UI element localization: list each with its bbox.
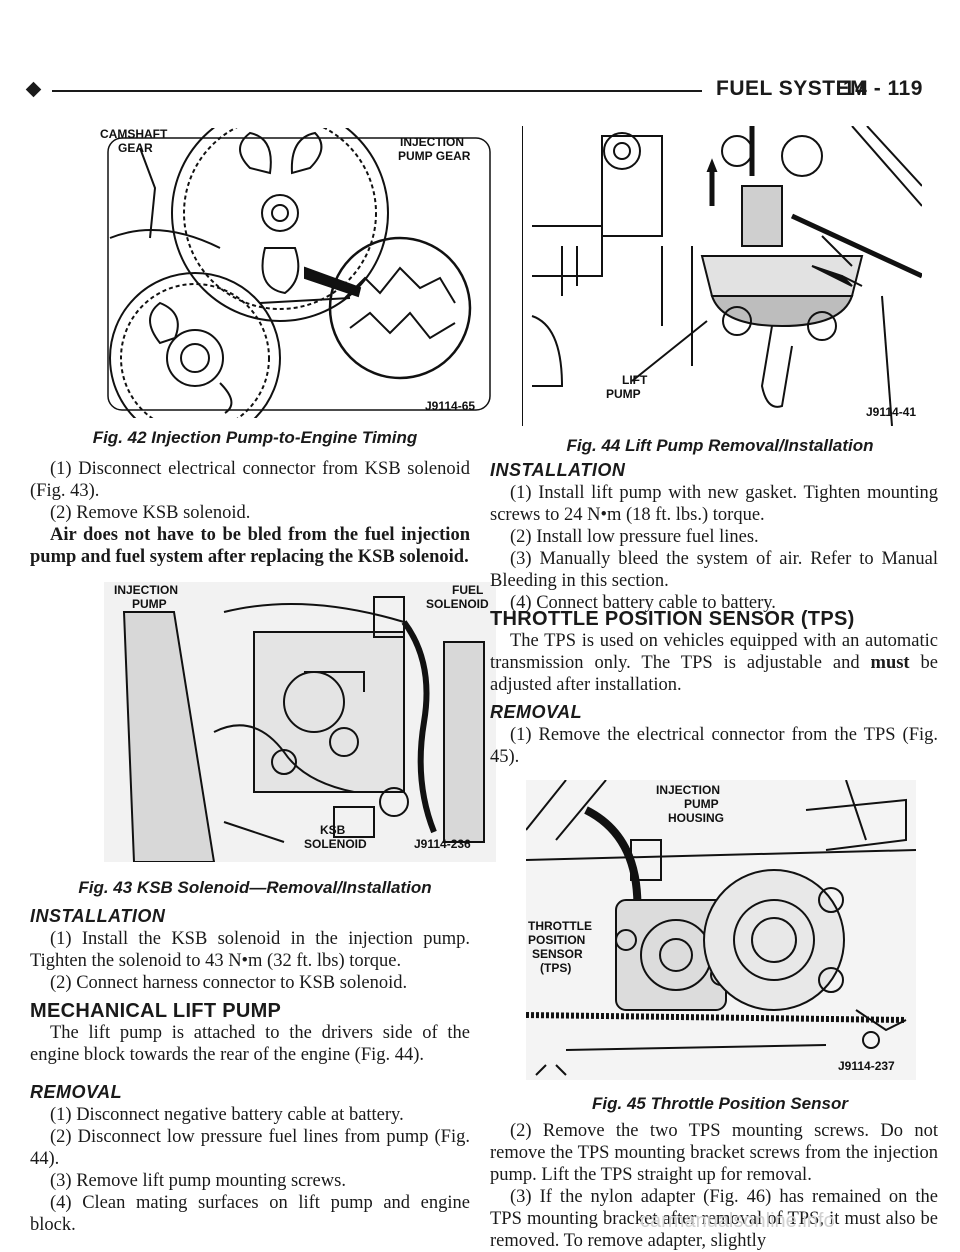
fig45-label-sensor: SENSOR <box>532 947 583 961</box>
step-disconnect-fuel-lines: (2) Disconnect low pressure fuel lines f… <box>30 1127 470 1169</box>
step-remove-nylon-adapter: (3) If the nylon adapter (Fig. 46) has r… <box>490 1187 938 1251</box>
fig43-label-injection: INJECTION <box>114 583 178 597</box>
step-connect-harness: (2) Connect harness connector to KSB sol… <box>50 973 408 993</box>
fig42-id: J9114-65 <box>425 399 475 413</box>
note-air-bleed: Air does not have to be bled from the fu… <box>30 525 470 567</box>
mechanical-lift-pump-heading: MECHANICAL LIFT PUMP <box>30 1000 282 1022</box>
fig43-label-ksb-solenoid: SOLENOID <box>304 837 367 851</box>
figure-43-illustration: INJECTION PUMP FUEL SOLENOID KSB SOLENOI… <box>104 582 496 862</box>
fig42-caption: Fig. 42 Injection Pump-to-Engine Timing <box>92 428 418 447</box>
fig42-label-camshaft: CAMSHAFT <box>100 128 168 141</box>
fig43-label-solenoid: SOLENOID <box>426 597 489 611</box>
fig43-label-ksb: KSB <box>320 823 346 837</box>
diamond-icon <box>25 81 42 98</box>
step-install-solenoid: (1) Install the KSB solenoid in the inje… <box>30 929 470 971</box>
left-text-block-3: The lift pump is attached to the drivers… <box>30 1022 470 1066</box>
fig43-caption: Fig. 43 KSB Solenoid—Removal/Installatio… <box>78 878 432 897</box>
fig42-label-gear: GEAR <box>118 141 153 155</box>
watermark: carmanualsonline.info <box>640 1210 835 1232</box>
step-remove-mounting-screws: (3) Remove lift pump mounting screws. <box>50 1171 346 1191</box>
figure-44-illustration: LIFT PUMP J9114-41 <box>522 126 922 426</box>
figure-42-illustration: CAMSHAFT GEAR INJECTION PUMP GEAR J9114-… <box>100 128 498 418</box>
step-disconnect-battery: (1) Disconnect negative battery cable at… <box>50 1105 404 1125</box>
right-text-block-3: (1) Remove the electrical connector from… <box>490 724 938 768</box>
fig45-label-throttle: THROTTLE <box>528 919 592 933</box>
fig45-id: J9114-237 <box>838 1059 895 1073</box>
installation-heading-left: INSTALLATION <box>30 906 166 926</box>
fig45-label-position: POSITION <box>528 933 585 947</box>
tps-description: The TPS is used on vehicles equipped wit… <box>490 630 938 696</box>
installation-heading-right: INSTALLATION <box>490 460 626 480</box>
left-text-block-1: (1) Disconnect electrical connector from… <box>30 458 470 568</box>
fig42-label-pump-gear: PUMP GEAR <box>398 149 471 163</box>
step-install-fuel-lines: (2) Install low pressure fuel lines. <box>510 527 759 547</box>
right-text-block-1: (1) Install lift pump with new gasket. T… <box>490 482 938 614</box>
removal-heading-right: REMOVAL <box>490 702 583 722</box>
right-text-block-4: (2) Remove the two TPS mounting screws. … <box>490 1120 938 1252</box>
step-remove-tps-screws: (2) Remove the two TPS mounting screws. … <box>490 1121 938 1185</box>
removal-heading-left: REMOVAL <box>30 1082 123 1102</box>
tps-heading: THROTTLE POSITION SENSOR (TPS) <box>490 608 855 630</box>
fig43-label-fuel: FUEL <box>452 583 483 597</box>
step-disconnect-connector: (1) Disconnect electrical connector from… <box>30 459 470 501</box>
tps-desc-part-2: be adjusted after installation. <box>490 653 939 695</box>
fig45-label-housing: HOUSING <box>668 811 724 825</box>
fig45-caption: Fig. 45 Throttle Position Sensor <box>592 1094 848 1113</box>
fig45-label-injection: INJECTION <box>656 783 720 797</box>
page-number: 14 - 119 <box>843 77 923 100</box>
step-clean-surfaces: (4) Clean mating surfaces on lift pump a… <box>30 1193 470 1235</box>
fig42-label-injection: INJECTION <box>400 135 464 149</box>
tps-desc-part-1: The TPS is used on vehicles equipped wit… <box>490 631 938 673</box>
fig44-id: J9114-41 <box>866 405 916 419</box>
fig44-caption: Fig. 44 Lift Pump Removal/Installation <box>566 436 874 455</box>
page-header: FUEL SYSTEM 14 - 119 <box>0 76 960 104</box>
fig45-label-tps: (TPS) <box>540 961 571 975</box>
fig44-label-lift: LIFT <box>622 373 648 387</box>
fig43-id: J9114-236 <box>414 837 471 851</box>
left-text-block-4: (1) Disconnect negative battery cable at… <box>30 1104 470 1236</box>
step-bleed-system: (3) Manually bleed the system of air. Re… <box>490 549 938 591</box>
step-remove-tps-connector: (1) Remove the electrical connector from… <box>490 725 938 767</box>
step-install-lift-pump: (1) Install lift pump with new gasket. T… <box>490 483 938 525</box>
left-text-block-2: (1) Install the KSB solenoid in the inje… <box>30 928 470 994</box>
fig44-label-pump: PUMP <box>606 387 641 401</box>
figure-45-illustration: INJECTION PUMP HOUSING THROTTLE POSITION… <box>526 780 916 1080</box>
fig45-label-pump: PUMP <box>684 797 719 811</box>
section-title: FUEL SYSTEM <box>716 77 869 100</box>
step-remove-solenoid: (2) Remove KSB solenoid. <box>50 503 251 523</box>
header-rule <box>52 90 702 92</box>
lift-pump-description: The lift pump is attached to the drivers… <box>30 1023 470 1065</box>
right-text-block-2: The TPS is used on vehicles equipped wit… <box>490 630 938 696</box>
fig43-label-pump: PUMP <box>132 597 167 611</box>
step-connect-battery: (4) Connect battery cable to battery. <box>510 593 776 613</box>
tps-desc-emphasis: must <box>870 653 910 673</box>
